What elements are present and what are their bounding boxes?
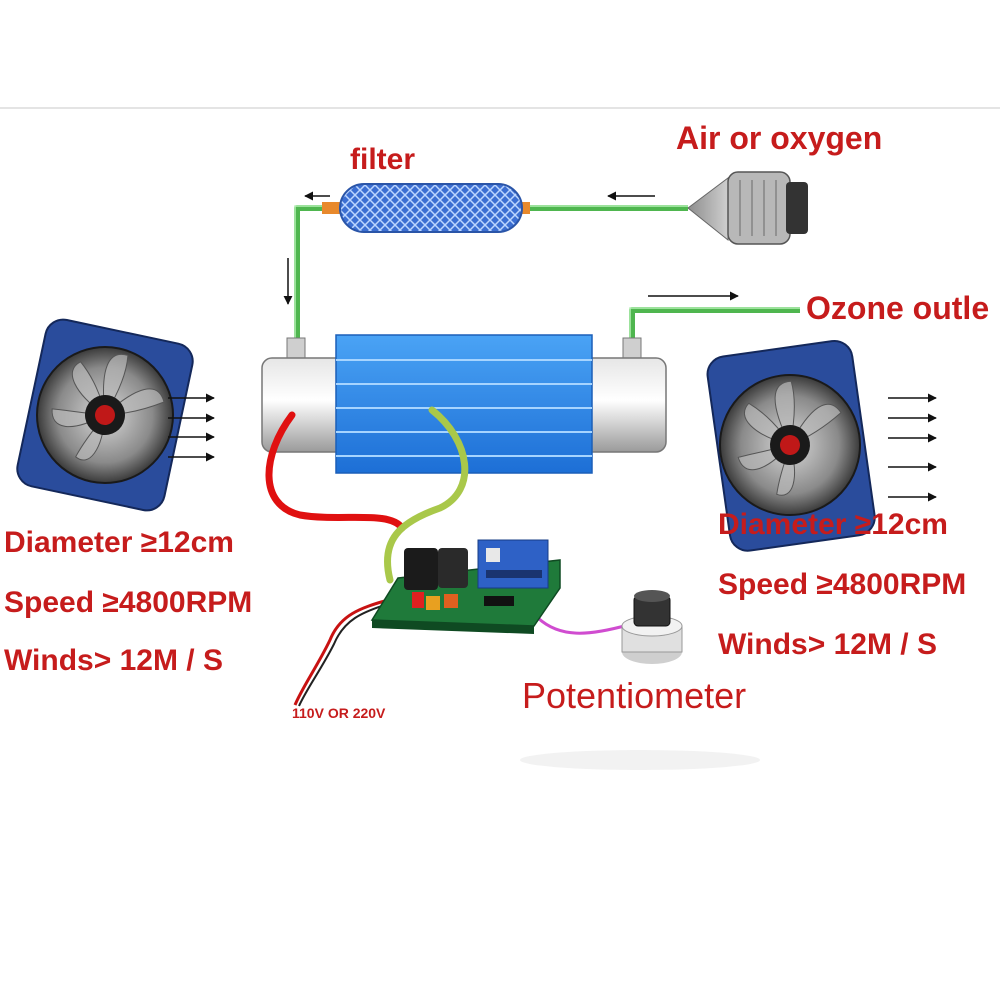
right-fan-airflow-arrows: [888, 393, 937, 502]
air-inlet-nozzle-icon: [687, 171, 808, 245]
left-fan-speed-label: Speed ≥4800RPM: [4, 586, 253, 619]
high-voltage-red-wire: [265, 411, 406, 532]
filter-cartridge-icon: [322, 183, 530, 233]
right-fan-cooling-fan-icon: [706, 339, 876, 552]
power-cable-black: [298, 603, 389, 707]
circuit-board-icon: [370, 539, 561, 634]
potentiometer-knob-icon: [621, 590, 683, 664]
potentiometer-wire: [536, 616, 629, 635]
left-fan-cooling-fan-icon: [16, 318, 194, 512]
right-fan-speed-label: Speed ≥4800RPM: [718, 568, 967, 601]
filter-label: filter: [350, 143, 416, 176]
flow-arrows: [283, 191, 739, 305]
right-fan-diameter-label: Diameter ≥12cm: [718, 508, 948, 541]
potentiometer-label: Potentiometer: [522, 675, 747, 716]
right-fan-winds-label: Winds> 12M / S: [718, 628, 937, 661]
air-or-oxygen-label: Air or oxygen: [676, 120, 883, 156]
left-fan-winds-label: Winds> 12M / S: [4, 644, 223, 677]
power-cable: [293, 598, 389, 706]
ozone-outlet-tube: [629, 307, 800, 345]
high-voltage-green-wire: [383, 406, 469, 584]
voltage-label: 110V OR 220V: [292, 705, 386, 721]
left-fan-airflow-arrows: [168, 393, 215, 462]
ozone-outlet-label: Ozone outle: [806, 290, 990, 326]
floor-shadow: [520, 750, 760, 770]
left-fan-diameter-label: Diameter ≥12cm: [4, 526, 234, 559]
